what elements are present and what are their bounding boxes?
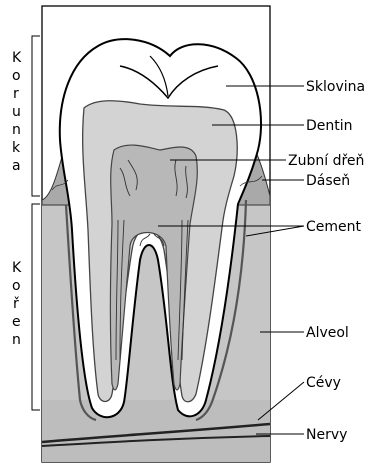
- label-dasen: Dáseň: [306, 173, 350, 189]
- side-label-korunka: K o r u n k a: [12, 50, 22, 174]
- label-alveol: Alveol: [306, 325, 349, 341]
- korunka-letter: u: [12, 104, 21, 120]
- bracket-korunka: [32, 36, 40, 196]
- korunka-letter: K: [12, 50, 22, 66]
- korunka-letter: n: [12, 122, 21, 138]
- bone-lower-shade: [42, 400, 270, 462]
- label-dentin: Dentin: [306, 118, 353, 134]
- korunka-letter: r: [13, 86, 19, 102]
- label-cement: Cement: [306, 219, 362, 235]
- koren-letter: ř: [13, 296, 19, 312]
- label-nervy: Nervy: [306, 427, 347, 443]
- label-zubni-dren: Zubní dřeň: [288, 153, 364, 169]
- side-label-koren: K o ř e n: [12, 260, 22, 348]
- korunka-letter: o: [12, 68, 21, 84]
- label-cevy: Cévy: [306, 375, 341, 391]
- koren-letter: o: [12, 278, 21, 294]
- korunka-letter: a: [12, 158, 21, 174]
- bracket-koren: [32, 204, 40, 410]
- koren-letter: n: [12, 332, 21, 348]
- koren-letter: e: [12, 314, 21, 330]
- koren-letter: K: [12, 260, 22, 276]
- label-sklovina: Sklovina: [306, 79, 365, 95]
- korunka-letter: k: [12, 140, 21, 156]
